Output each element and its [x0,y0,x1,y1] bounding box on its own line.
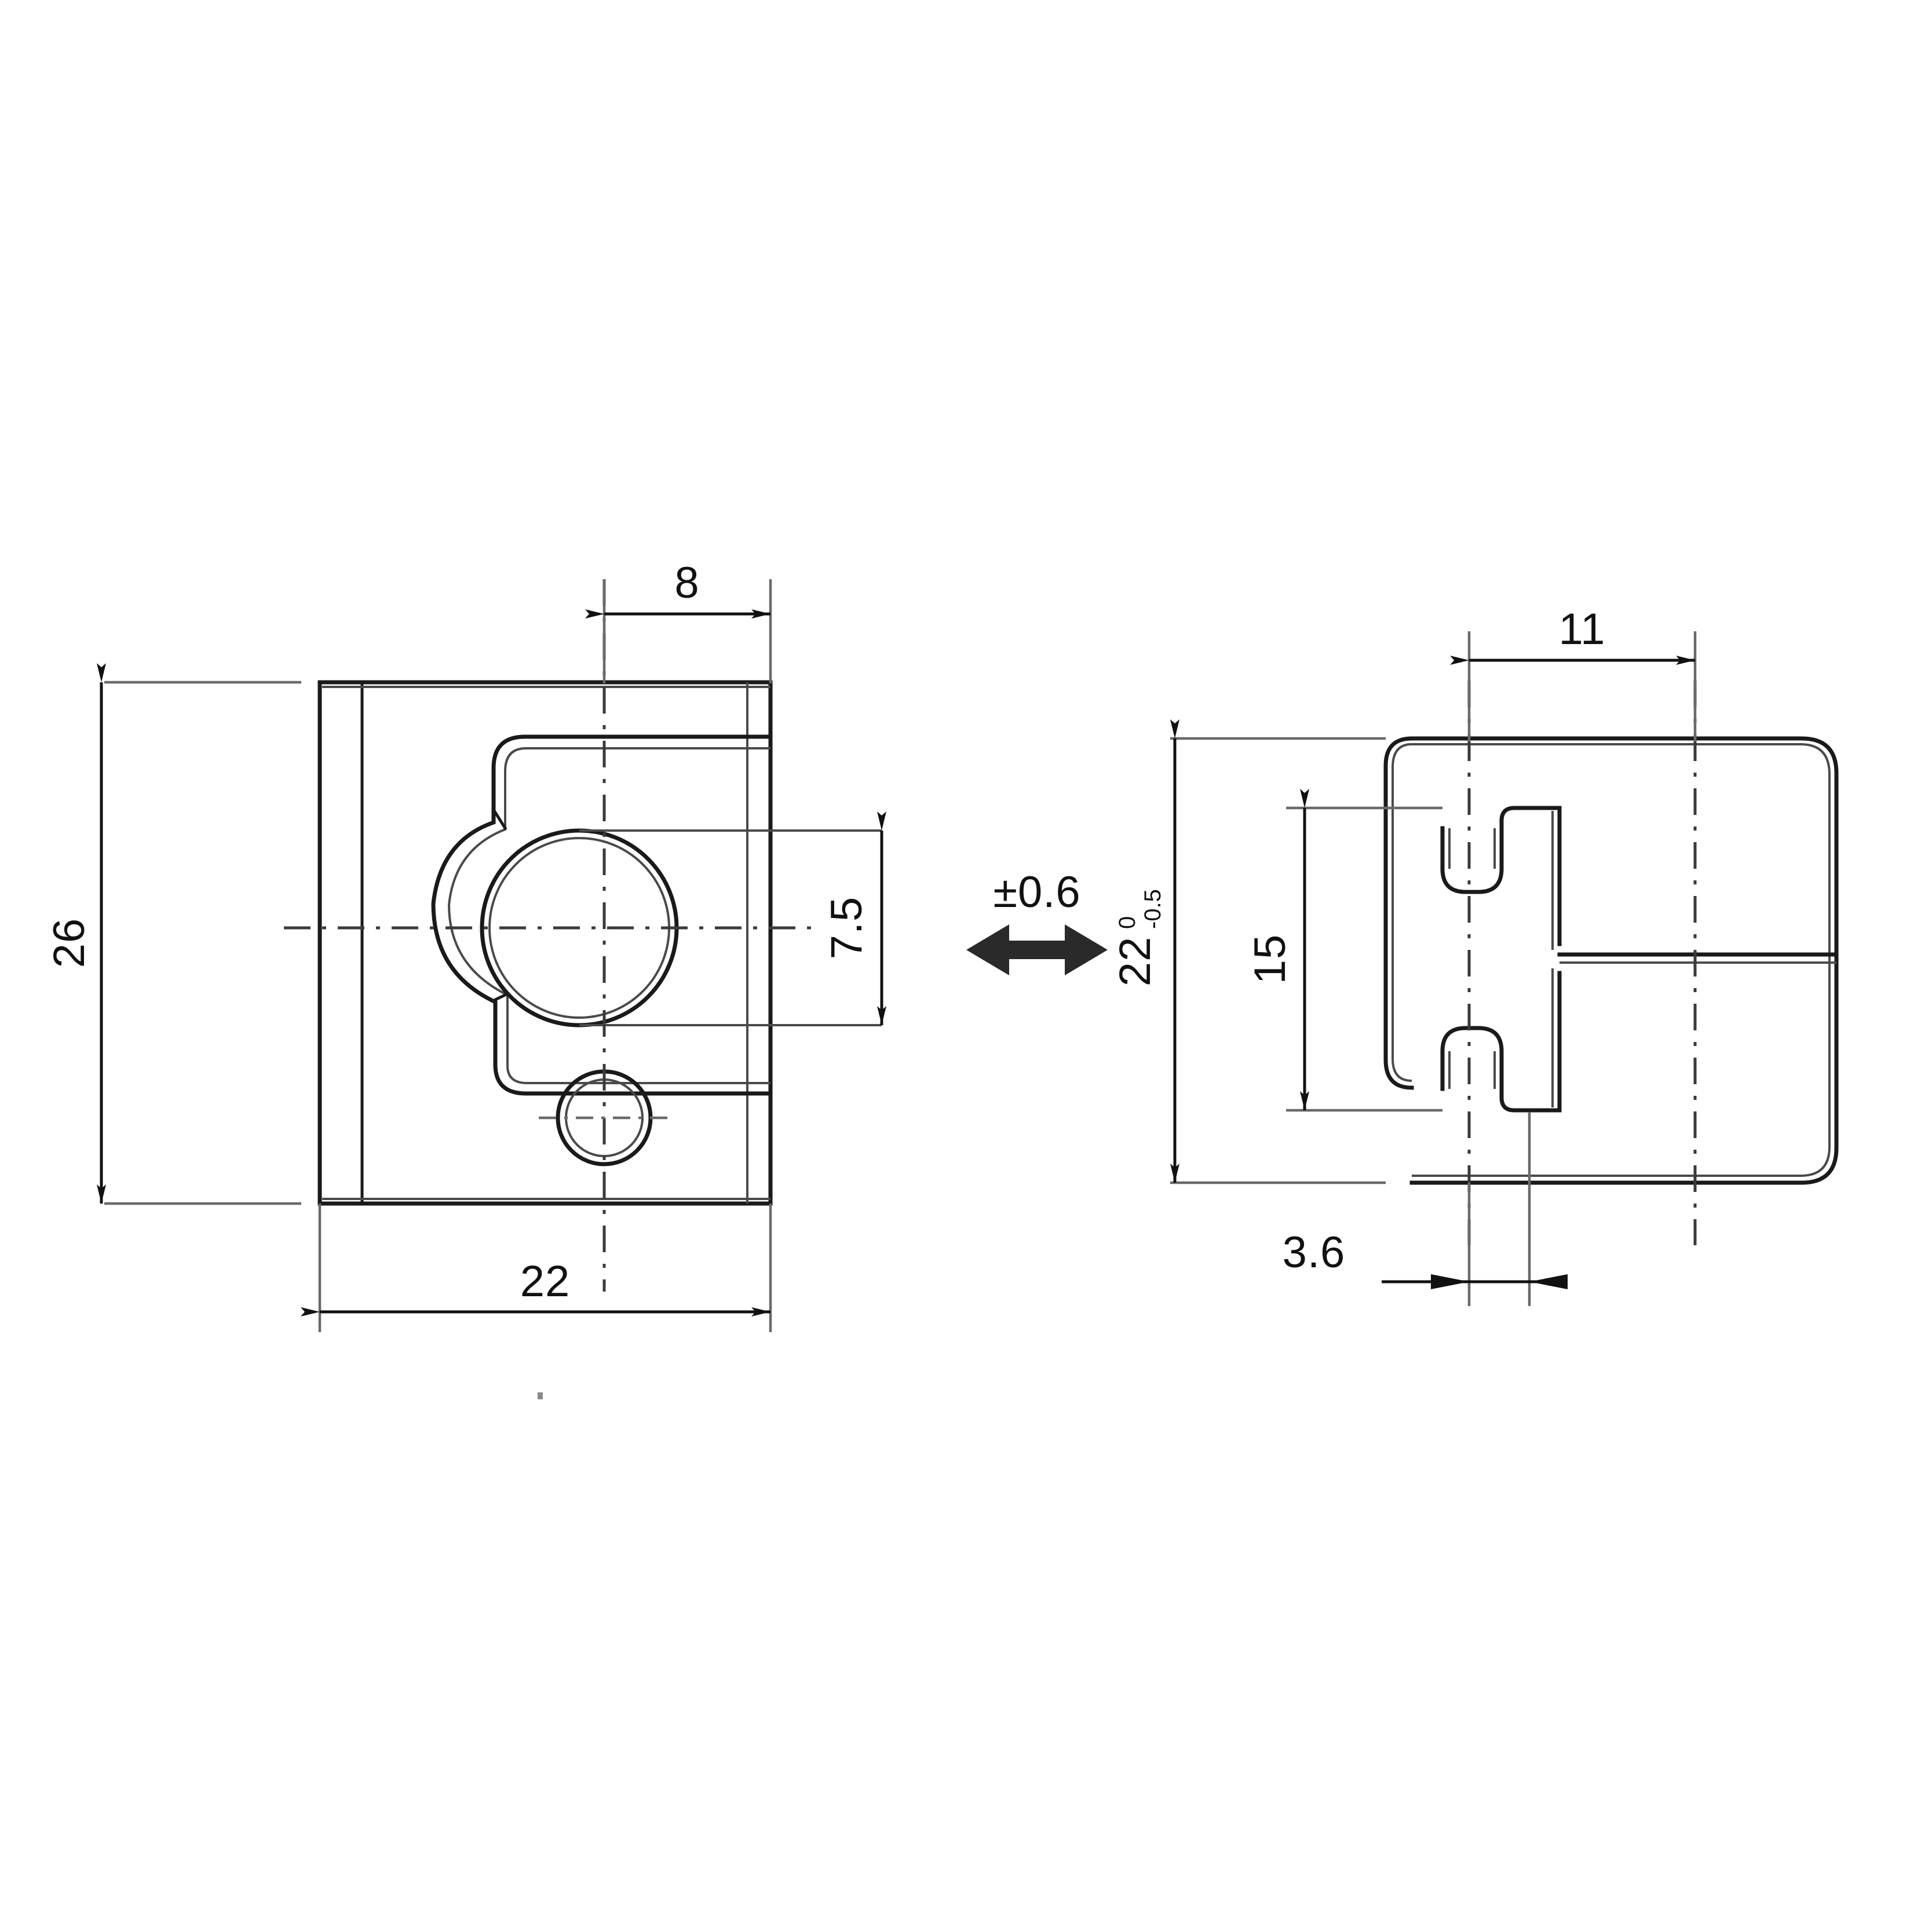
dim-label-15: 15 [1246,934,1295,985]
dim-8-group: 8 [585,558,772,683]
right-view-outline [1409,736,1839,1185]
right-view-group [1383,681,1839,1245]
double-arrow-icon [966,924,1108,975]
dim-label-22-tolerance: 22 [1111,937,1160,987]
dim-label-22-tol-upper: 0 [1115,916,1140,929]
dim-label-7-5: 7.5 [822,897,871,960]
left-view-pocket-profile [431,734,773,1096]
dim-label-11: 11 [1559,605,1606,654]
right-view-parting-line [1557,952,1839,964]
dim-label-22-tol-lower: -0.5 [1140,889,1166,929]
tolerance-label: ±0.6 [993,868,1080,917]
dim-7-5-group: 7.5 [822,811,886,1025]
dim-3-6-group: 3.6 [1283,1112,1568,1306]
dim-26-group: 26 [45,663,301,1205]
center-tolerance-note: ±0.6 [966,868,1108,975]
dim-15-group: 15 [1246,789,1442,1112]
dim-22-tol-group: 22 0 -0.5 [1111,719,1386,1184]
dim-label-8: 8 [674,558,699,608]
right-view-slot-walls [1440,806,1562,1113]
dim-label-26: 26 [45,918,94,968]
left-view-group [284,579,882,1292]
dim-label-3-6: 3.6 [1283,1228,1346,1277]
dim-22-group: 22 [301,1204,772,1332]
dim-11-group: 11 [1450,605,1697,741]
right-view-hook-profile [1383,736,1414,1090]
scan-speck-artifact [538,1392,543,1399]
dim-label-22: 22 [520,1257,571,1306]
